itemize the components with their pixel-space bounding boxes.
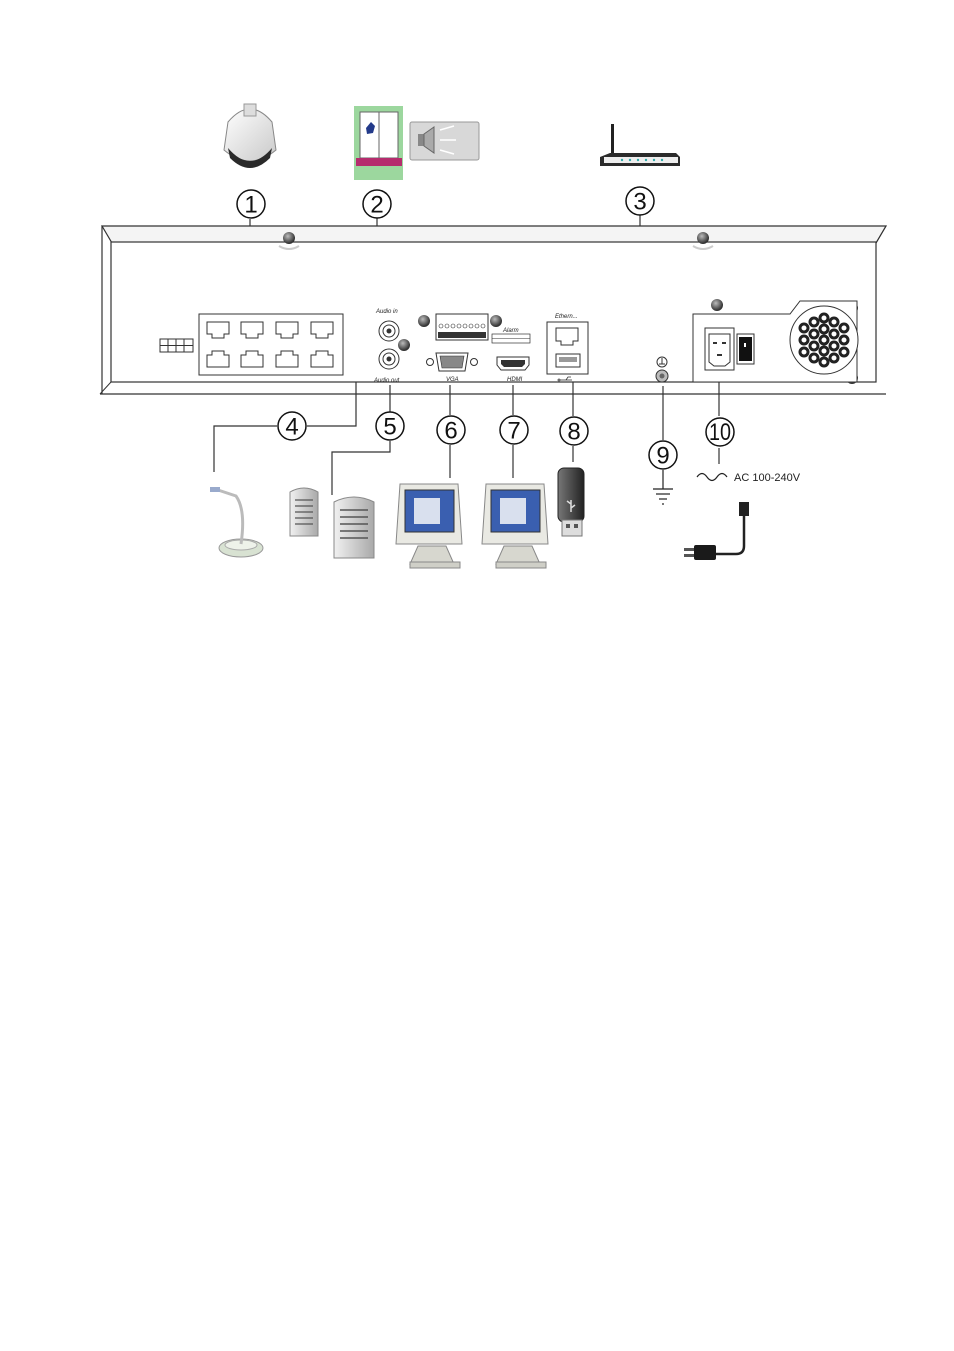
alarm-label: Alarm bbox=[502, 328, 519, 334]
vga-monitor-icon bbox=[396, 484, 462, 568]
ac-wave-icon bbox=[697, 474, 727, 481]
power-spec-label: AC 100-240V bbox=[734, 472, 801, 484]
power-plug-icon bbox=[684, 502, 749, 560]
svg-text:7: 7 bbox=[507, 418, 520, 445]
usb-drive-icon bbox=[558, 468, 584, 536]
hdmi-port bbox=[497, 357, 529, 370]
svg-text:9: 9 bbox=[656, 443, 669, 470]
callout-8: 8 bbox=[560, 417, 588, 446]
callout-6: 6 bbox=[437, 416, 465, 445]
ethernet-usb-block bbox=[547, 322, 588, 374]
callout-1: 1 bbox=[237, 190, 265, 219]
callout-10: 10 bbox=[706, 418, 734, 446]
audio-out-label: Audio out bbox=[373, 378, 400, 384]
panel-label-grid bbox=[160, 339, 193, 352]
vga-label: VGA bbox=[446, 377, 459, 383]
dome-camera-icon bbox=[224, 104, 276, 168]
svg-text:1: 1 bbox=[244, 192, 257, 219]
callout-2: 2 bbox=[363, 190, 391, 219]
speakers-icon bbox=[290, 488, 374, 558]
svg-text:4: 4 bbox=[285, 414, 298, 441]
poe-ports bbox=[199, 314, 343, 375]
microphone-icon bbox=[210, 487, 263, 557]
callout-3: 3 bbox=[626, 187, 654, 216]
siren-speaker-icon bbox=[410, 122, 479, 160]
audio-out-jack bbox=[379, 349, 399, 369]
svg-text:2: 2 bbox=[370, 192, 383, 219]
hdmi-label: HDMI bbox=[507, 377, 523, 383]
router-icon bbox=[600, 124, 680, 166]
svg-text:3: 3 bbox=[633, 189, 646, 216]
callout-5: 5 bbox=[376, 412, 404, 441]
window-alarm-sensor-icon bbox=[354, 106, 403, 180]
svg-text:6: 6 bbox=[444, 418, 457, 445]
svg-text:8: 8 bbox=[567, 419, 580, 446]
svg-text:5: 5 bbox=[383, 414, 396, 441]
svg-text:10: 10 bbox=[709, 419, 731, 446]
ethernet-label: Ethern... bbox=[555, 314, 578, 320]
callout-9: 9 bbox=[649, 441, 677, 470]
audio-in-label: Audio in bbox=[375, 309, 398, 315]
ground-symbol-icon bbox=[653, 470, 673, 504]
callout-7: 7 bbox=[500, 416, 528, 445]
hdmi-monitor-icon bbox=[482, 484, 548, 568]
audio-in-jack bbox=[379, 321, 399, 341]
callout-4: 4 bbox=[278, 412, 306, 441]
